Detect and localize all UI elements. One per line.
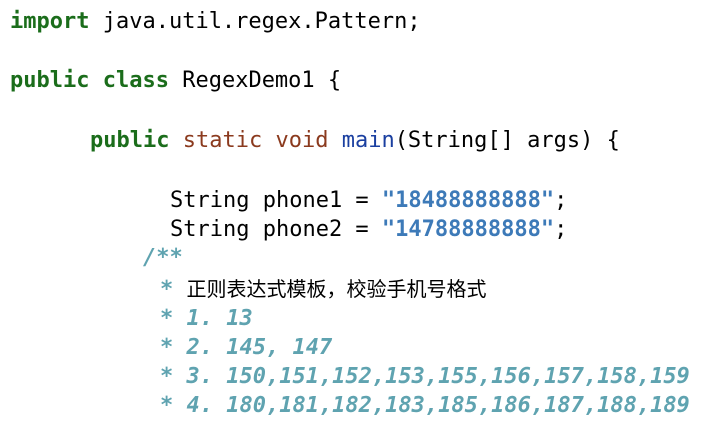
phone2-value: "14788888888" (381, 217, 555, 242)
public-keyword: public (10, 68, 90, 93)
import-path: java.util.regex.Pattern; (89, 9, 421, 34)
javadoc-item: * 3. 150,151,152,153,155,156,157,158,159 (160, 364, 690, 389)
javadoc-item: * 2. 145, 147 (160, 335, 333, 360)
javadoc-item: * 1. 13 (160, 306, 253, 331)
void-keyword: void (275, 128, 329, 153)
phone1-semicolon: ; (554, 188, 568, 213)
javadoc-open: /** (143, 245, 183, 270)
phone2-declaration: String phone2 = (170, 217, 382, 242)
javadoc-item: * 4. 180,181,182,183,185,186,187,188,189 (160, 393, 690, 418)
method-declaration-line: public static void main(String[] args) { (90, 127, 620, 155)
javadoc-star: * (160, 277, 174, 302)
phone1-value: "18488888888" (381, 188, 555, 213)
javadoc-title-line: * 正则表达式模板，校验手机号格式 (160, 275, 487, 303)
phone1-declaration-line: String phone1 = "18488888888"; (170, 187, 567, 215)
phone2-semicolon: ; (554, 217, 568, 242)
import-keyword: import (10, 9, 90, 34)
class-declaration-line: public class RegexDemo1 { (10, 67, 341, 95)
phone1-declaration: String phone1 = (170, 188, 382, 213)
javadoc-title: 正则表达式模板，校验手机号格式 (186, 277, 487, 301)
method-params: (String[] args) { (394, 128, 620, 153)
import-line: import java.util.regex.Pattern; (10, 8, 421, 36)
phone2-declaration-line: String phone2 = "14788888888"; (170, 216, 567, 244)
class-keyword: class (102, 68, 169, 93)
method-name: main (341, 128, 395, 153)
public-keyword: public (90, 128, 170, 153)
class-name: RegexDemo1 { (182, 68, 342, 93)
static-keyword: static (182, 128, 263, 153)
